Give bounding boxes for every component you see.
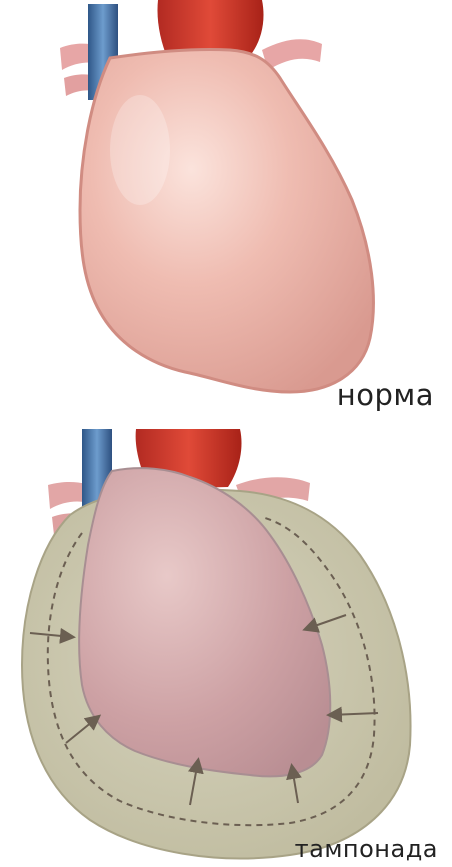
label-normal: норма	[337, 378, 434, 412]
label-tamponade: тампонада	[295, 835, 438, 863]
normal-heart-panel: норма	[0, 0, 452, 430]
tamponade-illustration	[0, 425, 452, 867]
heart-body	[80, 49, 373, 392]
normal-heart-illustration	[0, 0, 452, 430]
tamponade-panel: тампонада	[0, 425, 452, 867]
heart-highlight	[110, 95, 170, 205]
